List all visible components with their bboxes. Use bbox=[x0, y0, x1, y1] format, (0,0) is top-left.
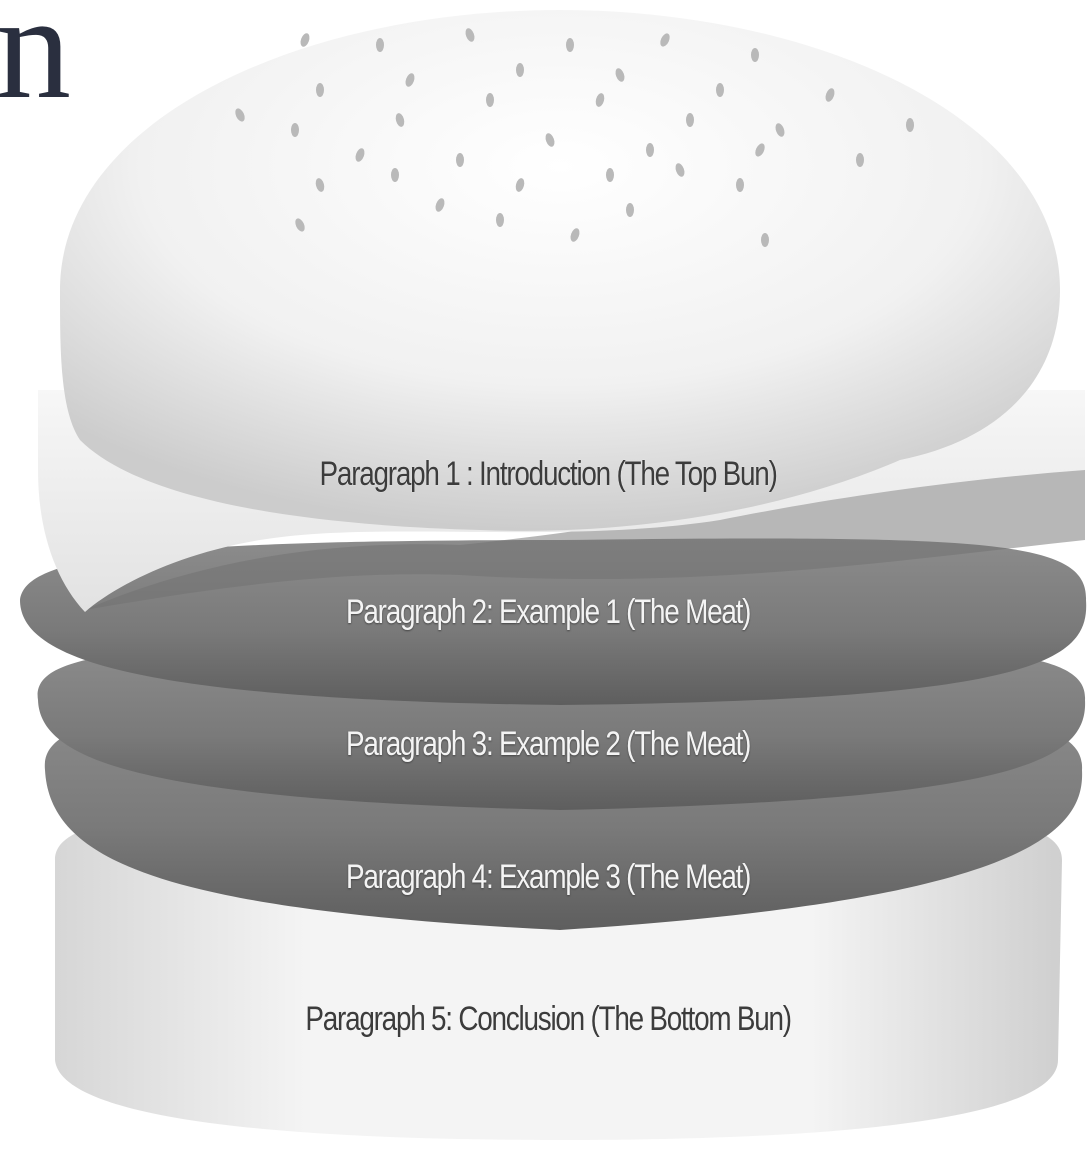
layer-label-meat-2: Paragraph 3: Example 2 (The Meat) bbox=[101, 725, 996, 764]
top-bun-shape bbox=[60, 10, 1060, 531]
layer-label-bottom-bun: Paragraph 5: Conclusion (The Bottom Bun) bbox=[101, 1000, 996, 1039]
layer-label-top-bun: Paragraph 1 : Introduction (The Top Bun) bbox=[101, 455, 996, 494]
layer-label-meat-3: Paragraph 4: Example 3 (The Meat) bbox=[101, 858, 996, 897]
layer-label-meat-1: Paragraph 2: Example 1 (The Meat) bbox=[101, 593, 996, 632]
